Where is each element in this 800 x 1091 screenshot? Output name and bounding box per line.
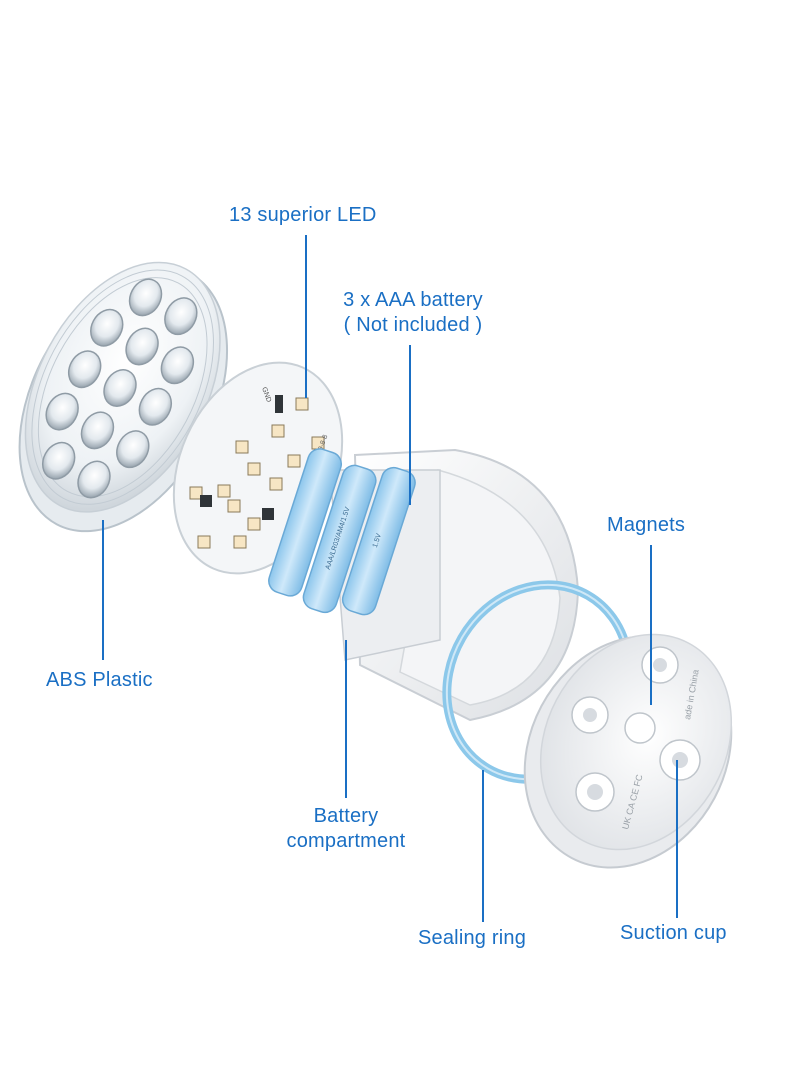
label-battery-compartment: Battery compartment <box>272 804 420 854</box>
label-battery-compartment-line2: compartment <box>286 830 406 852</box>
label-abs-plastic: ABS Plastic <box>46 669 153 691</box>
label-battery-compartment-line1: Battery <box>313 805 379 827</box>
lens-cover <box>18 261 229 533</box>
battery-print-b: 1.5V <box>372 532 383 548</box>
label-aaa-battery-line1: 3 x AAA battery <box>343 289 483 311</box>
leader-lines <box>102 235 678 922</box>
label-13-superior-led: 13 superior LED <box>229 204 377 226</box>
board-ics <box>200 395 283 520</box>
lens-leds <box>41 278 198 499</box>
battery-compartment-housing <box>329 448 580 722</box>
board-gnd-text: GND <box>260 386 272 403</box>
label-sealing-ring: Sealing ring <box>418 927 527 949</box>
label-aaa-battery: 3 x AAA battery ( Not included ) <box>328 288 498 338</box>
label-magnets: Magnets <box>607 514 686 536</box>
base-with-suction-cups: ade in China UK CA CE FC <box>523 633 733 869</box>
board-led-chips <box>189 397 325 549</box>
aaa-batteries: AAA/LR03/AM4/1.5V 1.5V <box>268 448 416 616</box>
label-aaa-battery-line2: ( Not included ) <box>343 314 483 336</box>
label-suction-cup: Suction cup <box>620 922 727 944</box>
